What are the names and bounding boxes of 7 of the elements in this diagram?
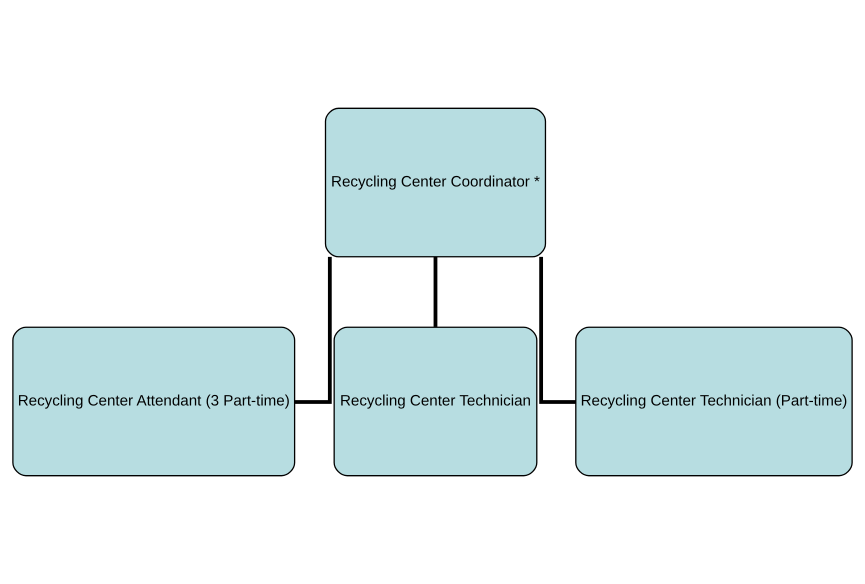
- node-box: Recycling Center Technician: [334, 326, 538, 476]
- connector: [539, 256, 576, 404]
- connector: [434, 256, 438, 327]
- connector: [294, 256, 332, 404]
- node-box: Recycling Center Attendant (3 Part-time): [12, 326, 296, 476]
- node-box: Recycling Center Coordinator *: [324, 108, 546, 258]
- node-box: Recycling Center Technician (Part-time): [575, 326, 853, 476]
